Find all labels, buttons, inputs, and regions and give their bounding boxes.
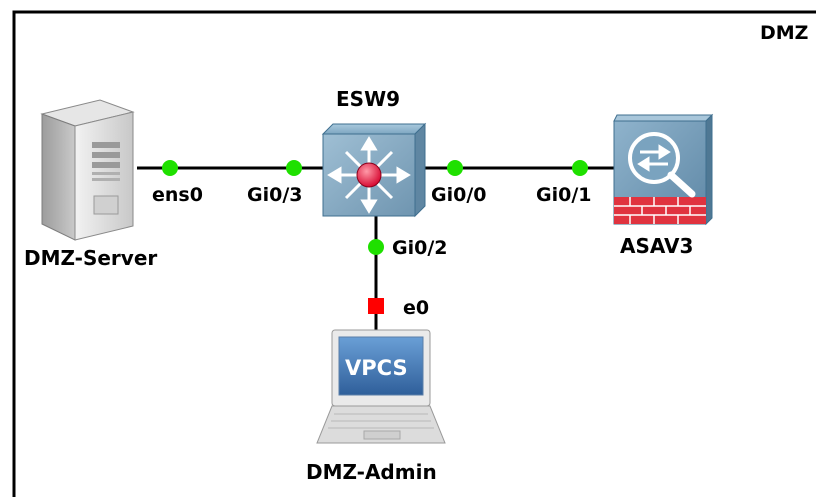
if-label-ens0: ens0 [152, 184, 203, 206]
if-label-e0: e0 [403, 297, 429, 319]
if-label-gi02: Gi0/2 [392, 237, 448, 259]
node-label-esw9: ESW9 [336, 87, 400, 111]
multilayer-switch-icon[interactable] [321, 122, 427, 218]
dmz-zone-border [12, 10, 816, 497]
node-label-dmz-admin: DMZ-Admin [306, 460, 437, 484]
node-label-dmz-server: DMZ-Server [24, 246, 157, 270]
status-up-gi00 [447, 160, 463, 176]
dmz-zone-label: DMZ [760, 22, 808, 44]
status-down-e0 [368, 298, 384, 314]
if-label-gi01: Gi0/1 [536, 184, 592, 206]
status-up-ens0 [162, 160, 178, 176]
if-label-gi00: Gi0/0 [431, 184, 487, 206]
asa-firewall-icon[interactable] [613, 113, 714, 226]
vpcs-laptop-icon[interactable]: VPCS [316, 329, 446, 444]
node-label-asav3: ASAV3 [620, 234, 693, 258]
status-up-gi02 [368, 239, 384, 255]
status-up-gi03 [286, 160, 302, 176]
status-up-gi01 [572, 160, 588, 176]
vpcs-screen-text: VPCS [345, 356, 408, 380]
if-label-gi03: Gi0/3 [247, 184, 303, 206]
server-tower-icon[interactable] [40, 99, 135, 241]
